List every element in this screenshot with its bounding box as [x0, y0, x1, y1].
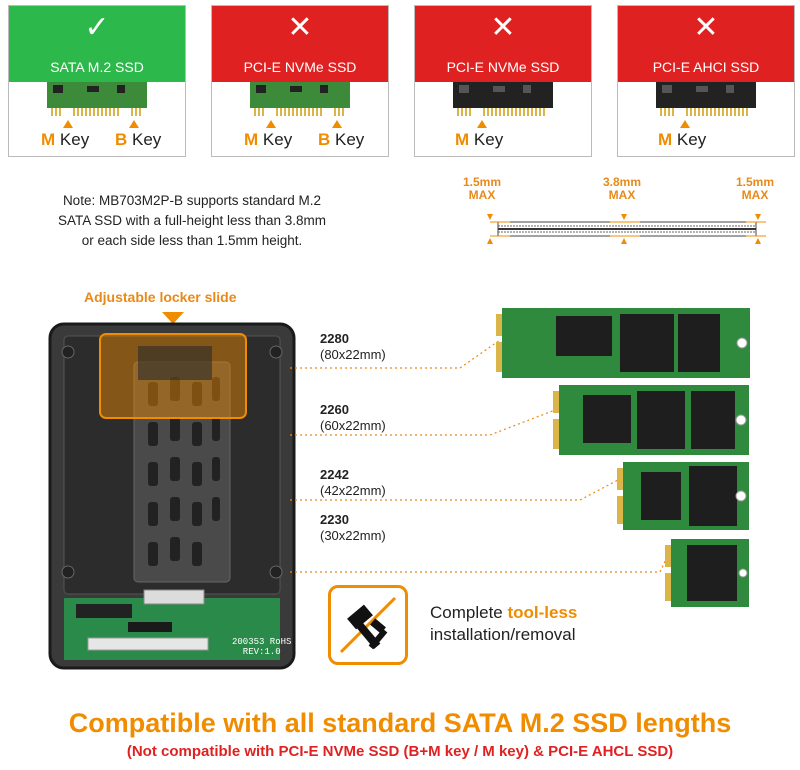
m2-connector-image — [656, 82, 756, 116]
card-title: PCI-E AHCI SSD — [652, 59, 760, 75]
enclosure-image — [48, 322, 296, 670]
thickness-diagram — [487, 214, 766, 244]
ssd-2280-image — [496, 308, 750, 378]
card-pcie-nvme-m: ✕ PCI-E NVMe SSD M Key — [414, 5, 592, 157]
m-key-label: M Key — [455, 120, 503, 150]
note-line: SATA SSD with a full-height less than 3.… — [57, 213, 327, 228]
tool-less-badge — [328, 585, 408, 665]
no-tools-icon — [339, 596, 397, 654]
b-key-label: B Key — [318, 120, 364, 150]
length-2242: 2242(42x22mm) — [320, 467, 386, 498]
cross-icon: ✕ — [693, 10, 719, 45]
tool-less-text: Complete tool-less installation/removal — [430, 603, 578, 644]
pcb-label: 200353 RoHS REV:1.0 — [232, 637, 292, 657]
locker-slide-label: Adjustable locker slide — [84, 289, 237, 305]
card-sata-m2: ✓ SATA M.2 SSD M Key B Key — [8, 5, 186, 157]
m-key-label: M Key — [41, 120, 89, 150]
card-header: ✕ PCI-E NVMe SSD — [415, 6, 591, 82]
length-leader-lines — [290, 339, 669, 573]
compatibility-note: Note: MB703M2P-B supports standard M.2 S… — [42, 191, 342, 251]
m2-connector-image — [250, 82, 350, 116]
card-title: SATA M.2 SSD — [50, 59, 144, 75]
card-pcie-nvme-bm: ✕ PCI-E NVMe SSD M Key B Key — [211, 5, 389, 157]
cross-icon: ✕ — [287, 10, 313, 45]
cross-icon: ✕ — [490, 10, 516, 45]
incompatibility-note: (Not compatible with PCI-E NVMe SSD (B+M… — [126, 743, 674, 760]
m-key-label: M Key — [244, 120, 292, 150]
ssd-2260-image — [553, 385, 749, 455]
card-pcie-ahci: ✕ PCI-E AHCI SSD M Key — [617, 5, 795, 157]
ssd-2242-image — [617, 462, 749, 530]
b-key-label: B Key — [115, 120, 161, 150]
m-key-label: M Key — [658, 120, 706, 150]
length-2280: 2280(80x22mm) — [320, 331, 386, 362]
length-2230: 2230(30x22mm) — [320, 512, 386, 543]
card-title: PCI-E NVMe SSD — [446, 59, 560, 75]
length-2260: 2260(60x22mm) — [320, 402, 386, 433]
note-line: Note: MB703M2P-B supports standard M.2 — [62, 193, 322, 208]
m2-connector-image — [47, 82, 147, 116]
card-header: ✕ PCI-E NVMe SSD — [212, 6, 388, 82]
ssd-2230-image — [665, 539, 749, 607]
card-header: ✕ PCI-E AHCI SSD — [618, 6, 794, 82]
m2-connector-image — [453, 82, 553, 116]
card-title: PCI-E NVMe SSD — [243, 59, 357, 75]
card-header: ✓ SATA M.2 SSD — [9, 6, 185, 82]
headline: Compatible with all standard SATA M.2 SS… — [68, 708, 732, 738]
locker-arrow-icon — [162, 312, 184, 324]
note-line: or each side less than 1.5mm height. — [81, 233, 303, 248]
check-icon: ✓ — [84, 10, 110, 45]
